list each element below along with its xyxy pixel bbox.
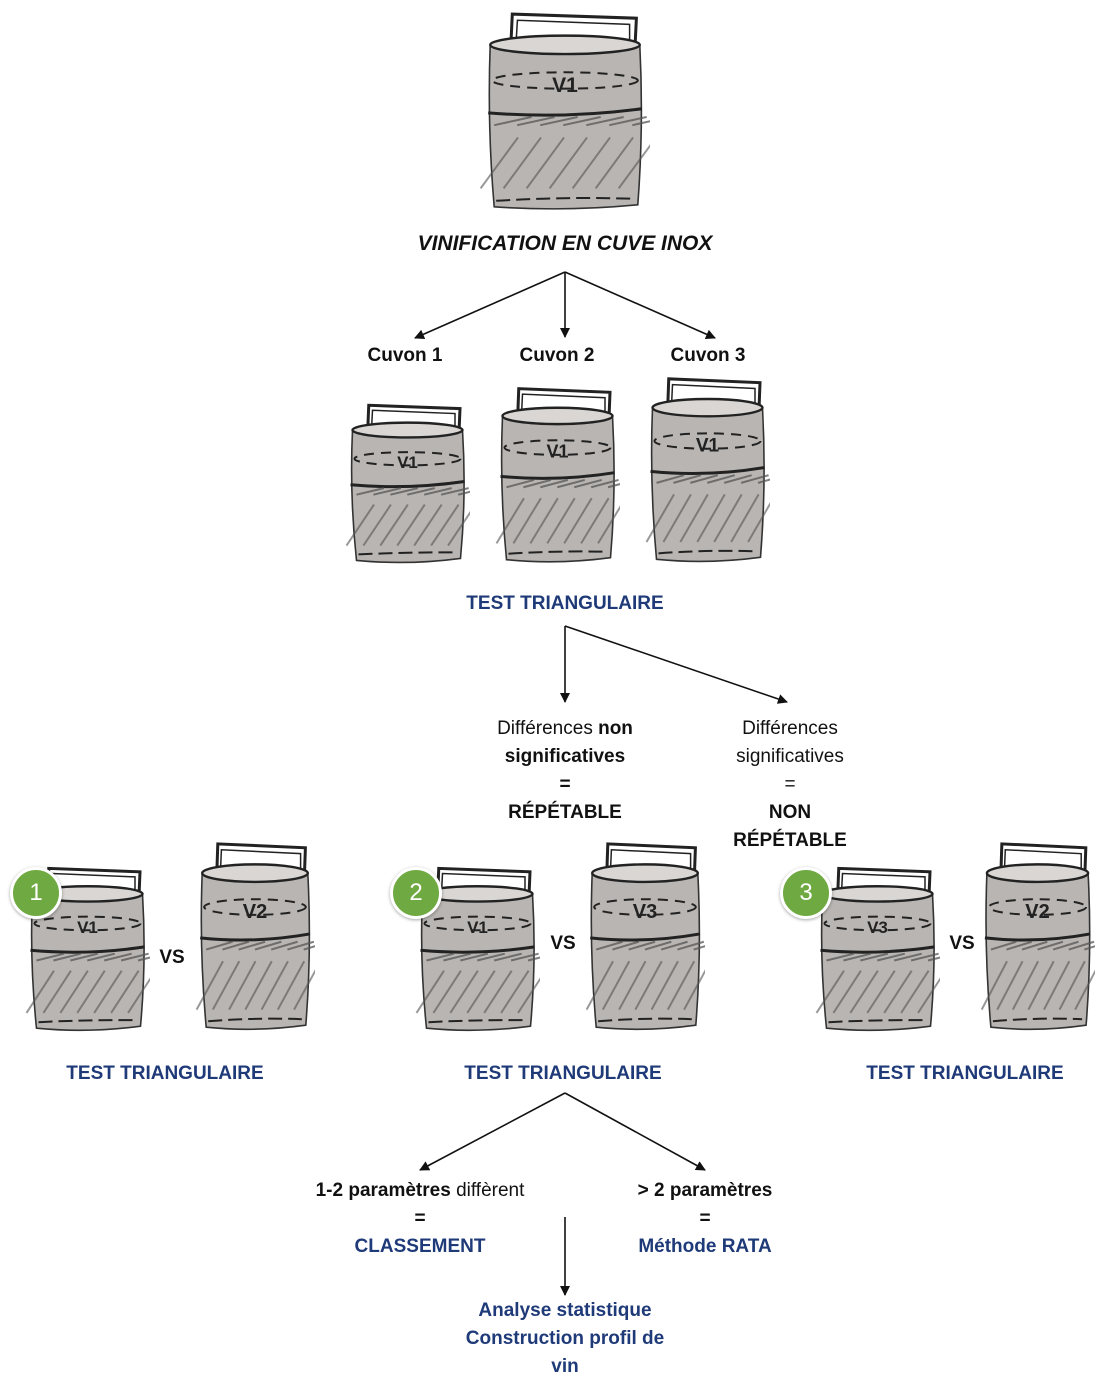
outcome-right-eq: = xyxy=(699,1208,711,1229)
test-triangulaire-comp-1: TEST TRIANGULAIRE xyxy=(66,1063,264,1084)
tank-label: V3 xyxy=(867,918,888,937)
branch-repetable: Différences non significatives = RÉPÉTAB… xyxy=(440,715,690,827)
cuvon-3-label: Cuvon 3 xyxy=(670,345,746,366)
outcome-right-line1: > 2 paramètres xyxy=(637,1180,773,1201)
arrow-to-cuvon-1 xyxy=(414,271,566,339)
tank-label: V1 xyxy=(552,74,578,97)
branch-right-line1: Différences xyxy=(742,718,838,739)
comparison-3-right-tank: V2 xyxy=(980,840,1100,1035)
comparison-1-vs: VS xyxy=(159,947,185,968)
comparison-3-left-tank: V3 xyxy=(815,865,956,1035)
main-tank: V1 xyxy=(479,10,670,215)
test-triangulaire-comp-2: TEST TRIANGULAIRE xyxy=(464,1063,662,1084)
arrow-to-non-repetable xyxy=(564,625,788,704)
branch-non-repetable: Différences significatives = NON RÉPÉTAB… xyxy=(680,715,900,855)
page-title: VINIFICATION EN CUVE INOX xyxy=(417,232,713,255)
branch-left-result: RÉPÉTABLE xyxy=(508,802,622,823)
cuvon-2-label: Cuvon 2 xyxy=(519,345,595,366)
tank-drawing: V2 xyxy=(980,842,1100,1031)
branch-right-result-2: RÉPÉTABLE xyxy=(733,830,847,851)
tank-drawing: V1 xyxy=(645,377,786,563)
tank-label: V1 xyxy=(546,441,568,461)
comparison-2-right-tank: V3 xyxy=(585,840,721,1035)
tank-drawing: V3 xyxy=(585,842,721,1031)
comparison-2-vs: VS xyxy=(550,933,576,954)
test-triangulaire-comp-3: TEST TRIANGULAIRE xyxy=(866,1063,1064,1084)
arrow-to-classement xyxy=(419,1092,566,1171)
tank-label: V3 xyxy=(633,901,657,923)
outcome-right-result: Méthode RATA xyxy=(638,1236,772,1257)
cuvon-2-tank: V1 xyxy=(495,385,636,567)
arrow-to-rata xyxy=(564,1092,706,1171)
branch-left-line1-pre: Différences xyxy=(497,718,599,739)
outcome-left-line1-bold: 1-2 paramètres xyxy=(315,1180,451,1201)
comparison-3-badge: 3 xyxy=(780,867,832,919)
outcome-rata: > 2 paramètres = Méthode RATA xyxy=(585,1177,825,1261)
branch-left-eq: = xyxy=(559,774,571,795)
branch-left-line2: significatives xyxy=(504,746,626,767)
comparison-1-left-tank: V1 xyxy=(25,865,166,1035)
outcome-left-eq: = xyxy=(414,1208,426,1229)
tank-label: V1 xyxy=(397,453,418,472)
tank-drawing: V1 xyxy=(495,387,636,563)
comparison-3-vs: VS xyxy=(949,933,975,954)
comparison-1-right-tank: V2 xyxy=(195,840,331,1035)
outcome-left-result: CLASSEMENT xyxy=(354,1236,486,1257)
final-line1: Analyse statistique xyxy=(478,1300,652,1321)
outcome-left-line1-rest: diffèrent xyxy=(450,1180,525,1201)
comparison-2-badge: 2 xyxy=(390,867,442,919)
tank-drawing: V2 xyxy=(195,842,331,1031)
tank-drawing: V1 xyxy=(479,12,670,210)
tank-drawing: V1 xyxy=(25,866,166,1032)
cuvon-3-tank: V1 xyxy=(645,375,786,567)
branch-right-result-1: NON xyxy=(768,802,812,823)
arrow-to-cuvon-3 xyxy=(564,271,716,339)
tank-label: V1 xyxy=(467,918,488,937)
tank-label: V1 xyxy=(77,918,98,937)
final-line3: vin xyxy=(551,1356,579,1377)
cuvon-1-label: Cuvon 1 xyxy=(367,345,443,366)
tank-drawing: V3 xyxy=(815,866,956,1032)
comparison-1-badge: 1 xyxy=(10,867,62,919)
branch-right-line2: significatives xyxy=(736,746,844,767)
tank-label: V2 xyxy=(1025,901,1049,923)
tank-label: V1 xyxy=(696,435,720,456)
final-line2: Construction profil de xyxy=(465,1328,665,1349)
test-triangulaire-1: TEST TRIANGULAIRE xyxy=(466,593,664,614)
branch-right-eq: = xyxy=(784,774,796,795)
final-analysis: Analyse statistique Construction profil … xyxy=(400,1297,730,1381)
branch-left-line1-bold: non xyxy=(598,718,633,739)
cuvon-1-tank: V1 xyxy=(345,402,486,567)
tank-drawing: V1 xyxy=(345,403,486,564)
tank-label: V2 xyxy=(243,901,267,923)
comparison-2-left-tank: V1 xyxy=(415,865,556,1035)
tank-drawing: V1 xyxy=(415,866,556,1032)
outcome-classement: 1-2 paramètres diffèrent = CLASSEMENT xyxy=(270,1177,570,1261)
